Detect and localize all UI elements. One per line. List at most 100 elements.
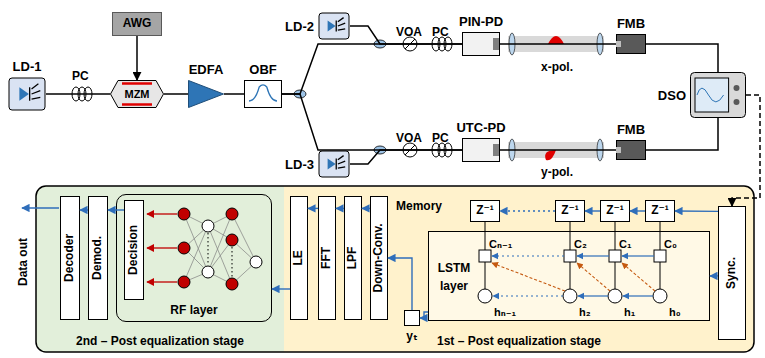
connector xyxy=(164,93,188,95)
node-label: MZM xyxy=(124,88,149,101)
tri-symbol xyxy=(188,80,224,108)
connector xyxy=(675,210,718,212)
process-box: Decoder xyxy=(60,196,80,320)
connector xyxy=(308,208,318,209)
beam-receiver: FMB xyxy=(616,34,646,54)
connector xyxy=(362,208,370,209)
process-box: FFT xyxy=(318,196,336,320)
part-label: C₀ xyxy=(664,238,677,250)
node-label: Z⁻¹ xyxy=(561,204,579,218)
node-label: LD-3 xyxy=(285,157,314,172)
part-label: C₁ xyxy=(619,238,632,250)
connector xyxy=(500,210,555,211)
photodiode: PIN-PD xyxy=(462,32,500,56)
node-label: LE xyxy=(292,250,306,265)
waveform-generator: AWG xyxy=(112,12,162,36)
connector xyxy=(585,210,600,211)
node-label: Z⁻¹ xyxy=(606,204,624,218)
node-label: RF layer xyxy=(170,303,217,317)
node-label: PIN-PD xyxy=(459,14,503,29)
photodiode: UTC-PD xyxy=(462,138,500,162)
connector xyxy=(80,209,88,210)
connector xyxy=(646,118,718,150)
node-label: 1st – Post equalization stage xyxy=(437,334,601,348)
part-label: VOA xyxy=(396,131,422,145)
connector xyxy=(136,36,138,80)
connector xyxy=(646,44,718,72)
delay-box: Z⁻¹ xyxy=(555,200,585,222)
part-label: x-pol. xyxy=(541,60,573,74)
connector xyxy=(710,275,718,277)
process-box: Decision xyxy=(124,200,144,300)
node-label: LD-2 xyxy=(285,19,314,34)
node-label: Z⁻¹ xyxy=(476,204,494,218)
node-label: FMB xyxy=(617,16,645,31)
part-label: C₂ xyxy=(574,238,587,250)
part-label: Memory xyxy=(396,199,442,213)
node-label: 2nd – Post equalization stage xyxy=(76,334,244,348)
pd-symbol xyxy=(462,32,500,56)
part-label: h₁ xyxy=(624,306,635,318)
node-label: yₜ xyxy=(406,329,417,343)
node-label: FFT xyxy=(320,247,334,269)
part-label: PC xyxy=(432,25,449,39)
connector xyxy=(500,149,616,151)
node-label: Z⁻¹ xyxy=(651,204,669,218)
delay-box: Z⁻¹ xyxy=(600,200,630,222)
delay-box: Z⁻¹ xyxy=(470,200,500,222)
part-label: PC xyxy=(72,69,89,83)
connector xyxy=(630,210,645,211)
connector xyxy=(336,208,344,209)
connector xyxy=(46,93,110,95)
node-label: UTC-PD xyxy=(456,120,505,135)
connector xyxy=(732,95,760,206)
node-label: EDFA xyxy=(189,62,224,77)
node-label: LPF xyxy=(346,247,360,270)
part-label: Data out xyxy=(16,238,30,286)
node-label: Decision xyxy=(127,225,141,275)
connector xyxy=(224,93,244,95)
node-label: LD-1 xyxy=(13,59,42,74)
amplifier: EDFA xyxy=(188,80,224,108)
connector xyxy=(388,258,412,310)
process-box: Down-Conv. xyxy=(370,196,388,320)
laser-diode: LD-1 xyxy=(8,77,46,111)
process-box: Demod. xyxy=(88,196,108,320)
node-label: DSO xyxy=(658,88,686,103)
connector xyxy=(420,312,428,318)
node-label: OBF xyxy=(249,62,276,77)
connector xyxy=(350,150,462,164)
connector xyxy=(282,44,462,94)
part-label: VOA xyxy=(396,25,422,39)
fmb-symbol xyxy=(616,34,646,54)
node-label: AWG xyxy=(123,17,152,31)
part-label: hₙ₋₁ xyxy=(494,306,516,318)
node-label: Decoder xyxy=(63,234,77,282)
fmb-symbol xyxy=(616,140,646,160)
process-box: LPF xyxy=(344,196,362,320)
connector xyxy=(272,288,290,289)
part-label: h₂ xyxy=(579,306,591,318)
beam-receiver: FMB xyxy=(616,140,646,160)
modulator: MZM xyxy=(110,80,164,108)
part-label: Cₙ₋₁ xyxy=(489,238,512,250)
laser-diode: LD-2 xyxy=(318,12,350,40)
delay-box: Z⁻¹ xyxy=(645,200,675,222)
filter-symbol xyxy=(244,80,282,108)
laser-symbol xyxy=(8,77,46,111)
optical-filter: OBF xyxy=(244,80,282,108)
dso-symbol xyxy=(690,72,746,118)
sample-box: yₜ xyxy=(404,310,420,326)
part-label: h₀ xyxy=(669,306,681,318)
connector xyxy=(500,43,616,45)
pd-symbol xyxy=(462,138,500,162)
stage-band: 2nd – Post equalization stage Decoder Demo… xyxy=(36,186,284,352)
node-label: Down-Conv. xyxy=(372,223,386,292)
laser-symbol xyxy=(318,12,350,40)
oscilloscope: DSO xyxy=(690,72,746,118)
process-box: LE xyxy=(290,196,308,320)
node-label: Demod. xyxy=(91,236,105,280)
process-box: Sync. xyxy=(718,206,746,340)
